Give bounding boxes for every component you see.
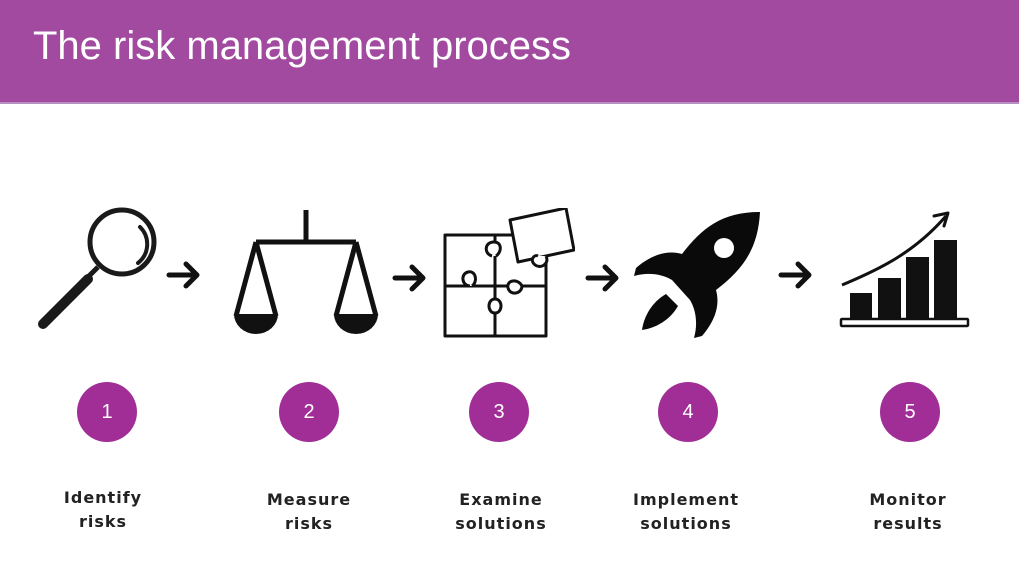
step-label: Monitor results (828, 488, 988, 536)
step-label-line1: Measure (266, 490, 352, 509)
arrow-right-icon (778, 261, 812, 289)
step-label-line1: Identify (63, 488, 143, 507)
step-label-line1: Implement (633, 490, 739, 509)
step-number-badge: 5 (880, 382, 940, 442)
step-label-line1: Monitor (869, 490, 947, 509)
arrow-right-icon (392, 264, 426, 292)
step-label-line2: risks (78, 512, 128, 531)
step-label-line2: results (873, 514, 943, 533)
step-number-badge: 1 (77, 382, 137, 442)
rocket-icon (634, 212, 760, 338)
step-label: Examine solutions (421, 488, 581, 536)
step-number-badge: 3 (469, 382, 529, 442)
arrow-right-icon (166, 261, 200, 289)
scales-icon (233, 210, 379, 334)
step-number-badge: 4 (658, 382, 718, 442)
puzzle-icon (443, 208, 575, 338)
step-number-badge: 2 (279, 382, 339, 442)
page-title: The risk management process (33, 24, 572, 68)
step-label: Identify risks (23, 486, 183, 534)
step-label-line2: solutions (640, 514, 732, 533)
growth-chart-icon (839, 211, 970, 328)
magnifying-glass-icon (38, 207, 157, 329)
step-label-line1: Examine (459, 490, 543, 509)
step-label: Implement solutions (606, 488, 766, 536)
header-banner: The risk management process (0, 0, 1019, 104)
arrow-right-icon (585, 264, 619, 292)
step-label: Measure risks (229, 488, 389, 536)
step-label-line2: solutions (455, 514, 547, 533)
step-label-line2: risks (284, 514, 334, 533)
